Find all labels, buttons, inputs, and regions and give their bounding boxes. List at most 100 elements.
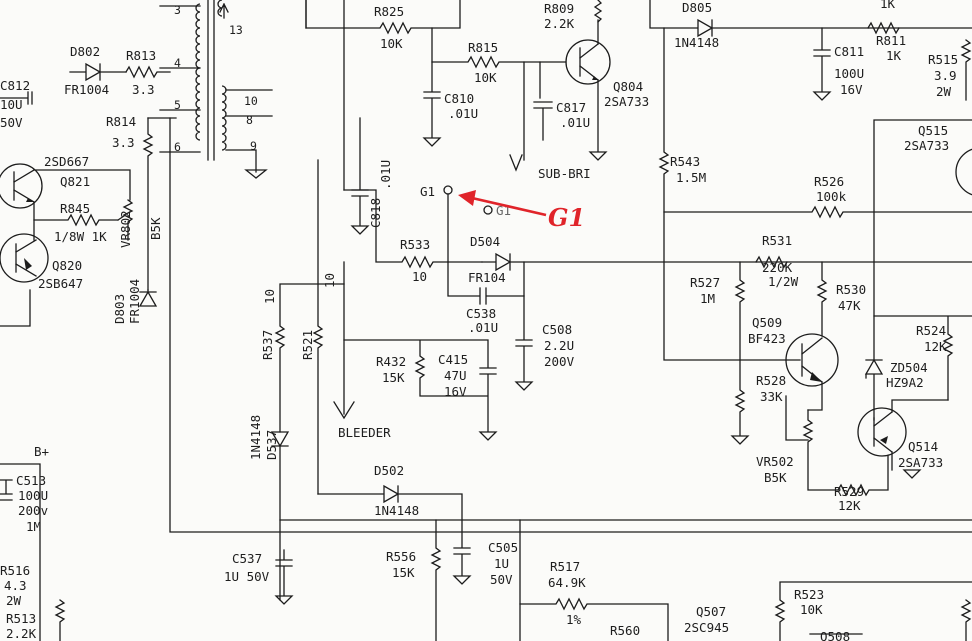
pin-3-label: 3 (174, 3, 181, 17)
r515-v2: 2W (936, 84, 952, 99)
r815-ref: R815 (468, 40, 498, 55)
r533-ref: R533 (400, 237, 430, 252)
c538-ref: C538 (466, 306, 496, 321)
q515-ref: Q515 (918, 123, 948, 138)
r531-ref: R531 (762, 233, 792, 248)
r529-ref: R529 (834, 484, 864, 499)
c810-ref: C810 (444, 91, 474, 106)
r528-ref: R528 (756, 373, 786, 388)
r517-v1: 64.9K (548, 575, 586, 590)
r515-ref: R515 (928, 52, 958, 67)
r523-value: 10K (800, 602, 823, 617)
pin-9-label: 9 (250, 139, 257, 153)
q514-value: 2SA733 (898, 455, 943, 470)
r516-ref: R516 (0, 563, 30, 578)
c508-ref: C508 (542, 322, 572, 337)
c818-value: .01U (378, 160, 393, 190)
b-plus-label: B+ (34, 444, 49, 459)
c812-ref: C812 (0, 78, 30, 93)
r432-value: 15K (382, 370, 405, 385)
r513-value: 2.2K (6, 626, 37, 641)
r560-ref: R560 (610, 623, 640, 638)
r517-ref: R517 (550, 559, 580, 574)
c538-value: .01U (468, 320, 498, 335)
c810-value: .01U (448, 106, 478, 121)
r809-ref: R809 (544, 1, 574, 16)
d805-value: 1N4148 (674, 35, 719, 50)
r527-value: 1M (700, 291, 715, 306)
r517-v2: 1% (566, 612, 582, 627)
zd504-value: HZ9A2 (886, 375, 924, 390)
r521-value: 10 (322, 273, 337, 288)
c811-ref: C811 (834, 44, 864, 59)
r543-value: 1.5M (676, 170, 706, 185)
c812-v2: 50V (0, 115, 23, 130)
r811-value: 1K (886, 48, 902, 63)
r516-v1: 4.3 (4, 578, 27, 593)
vr502-ref: VR502 (756, 454, 794, 469)
q508-ref: Q508 (820, 629, 850, 641)
r543-ref: R543 (670, 154, 700, 169)
q514-transistor (857, 399, 949, 479)
r524-value: 12K (924, 339, 947, 354)
q507-value: 2SC945 (684, 620, 729, 635)
c415-v2: 16V (444, 384, 467, 399)
q821-transistor (0, 163, 131, 241)
bleeder-label: BLEEDER (338, 425, 391, 440)
q820-transistor (0, 233, 49, 283)
c508-v2: 200V (544, 354, 575, 369)
r513-ref: R513 (6, 611, 36, 626)
r814-value: 3.3 (112, 135, 135, 150)
q821-ref: Q821 (60, 174, 90, 189)
q509-transistor (785, 333, 839, 411)
q820-value: 2SB647 (38, 276, 83, 291)
zd504-ref: ZD504 (890, 360, 928, 375)
r811-ref: R811 (876, 33, 906, 48)
pin-8-label: 8 (246, 113, 253, 127)
r531-v1: 220K (762, 260, 793, 275)
vr802-ref: VR802 (118, 210, 133, 248)
r813-value: 3.3 (132, 82, 155, 97)
r521-ref: R521 (300, 330, 315, 360)
c505-v1: 1U (494, 556, 509, 571)
r811-top-value: 1K (880, 0, 896, 11)
c537-ref: C537 (232, 551, 262, 566)
d803-value: FR1004 (127, 279, 142, 324)
q507-ref: Q507 (696, 604, 726, 619)
vr502-value: B5K (764, 470, 787, 485)
d502-ref: D502 (374, 463, 404, 478)
r815-value: 10K (474, 70, 497, 85)
r515-v1: 3.9 (934, 68, 957, 83)
q820-ref: Q820 (52, 258, 82, 273)
q821-value: 2SD667 (44, 154, 89, 169)
sub-bri-label: SUB-BRI (538, 166, 591, 181)
c812-v1: 10U (0, 97, 23, 112)
pin-13-label: 13 (229, 23, 243, 37)
r530-value: 47K (838, 298, 861, 313)
d504-ref: D504 (470, 234, 500, 249)
d802-ref: D802 (70, 44, 100, 59)
r524-ref: R524 (916, 323, 946, 338)
c513-ref: C513 (16, 473, 46, 488)
r813-ref: R813 (126, 48, 156, 63)
c811-v1: 100U (834, 66, 864, 81)
r529-value: 12K (838, 498, 861, 513)
red-arrow-icon (458, 190, 547, 217)
r432-ref: R432 (376, 354, 406, 369)
d803-ref: D803 (112, 294, 127, 324)
q804-transistor (565, 19, 611, 161)
r530-ref: R530 (836, 282, 866, 297)
r528-value: 33K (760, 389, 783, 404)
r556-value: 15K (392, 565, 415, 580)
c505-ref: C505 (488, 540, 518, 555)
c415-ref: C415 (438, 352, 468, 367)
q804-ref: Q804 (613, 79, 643, 94)
q509-ref: Q509 (752, 315, 782, 330)
g1-testpoint-label: G1 (420, 184, 435, 199)
r533-value: 10 (412, 269, 427, 284)
q509-value: BF423 (748, 331, 786, 346)
r845-ref: R845 (60, 201, 90, 216)
r537-value: 10 (262, 289, 277, 304)
